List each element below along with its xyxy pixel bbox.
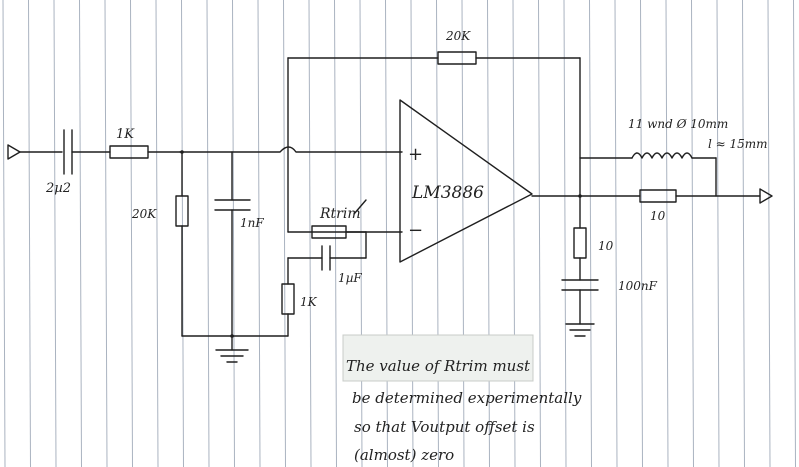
ruling-line	[691, 0, 694, 467]
ruling-line	[257, 0, 261, 467]
ruling-line	[104, 0, 108, 467]
ruling-line	[640, 0, 643, 467]
ruling-line	[206, 0, 210, 467]
ruling-line	[359, 0, 363, 467]
coil-note-line2: l ≈ 15mm	[708, 137, 768, 151]
ruling-line	[487, 0, 490, 467]
ruling-line	[283, 0, 286, 467]
sticky-note	[342, 334, 534, 382]
ruling-line	[793, 0, 796, 467]
ruling-line	[53, 0, 57, 467]
ruling-line	[716, 0, 720, 467]
ruling-line	[410, 0, 414, 467]
output-resistor-label: 10	[650, 209, 666, 223]
input-capacitor-label: 2µ2	[45, 181, 71, 196]
ruling-line	[742, 0, 745, 467]
output-wire	[531, 157, 641, 198]
gain-resistor-1k	[281, 257, 295, 337]
ground-rail	[181, 334, 289, 363]
feedback-resistor-label: 20K	[445, 29, 471, 43]
opamp-lm3886	[399, 99, 533, 263]
ruling-line	[512, 0, 516, 467]
coil-note-line1: 11 wnd Ø 10mm	[628, 117, 728, 131]
ruling-line	[2, 0, 6, 467]
noninverting-input-wire	[179, 146, 403, 153]
note-line2: be determined experimentally	[352, 389, 582, 407]
ruling-line	[461, 0, 465, 467]
ruling-line	[385, 0, 388, 467]
input-terminal	[7, 144, 63, 160]
ruling-line	[28, 0, 31, 467]
ruling-line	[130, 0, 133, 467]
note-line1: The value of Rtrim must	[346, 357, 531, 375]
gain-resistor-label: 1K	[300, 295, 318, 309]
input-resistor-label: 1K	[116, 127, 135, 142]
coupling-capacitor-label: 1µF	[338, 271, 362, 285]
zobel-capacitor-label: 100nF	[618, 279, 658, 293]
feedback-path	[287, 51, 581, 233]
bias-resistor-20k	[175, 151, 189, 337]
ruling-line	[538, 0, 541, 467]
rtrim-resistor	[311, 199, 367, 259]
ruling-line	[589, 0, 592, 467]
ruling-line	[767, 0, 771, 467]
ruling-line	[334, 0, 337, 467]
ruling-line	[79, 0, 82, 467]
ruling-line	[436, 0, 439, 467]
opamp-name-label: LM3886	[411, 183, 484, 203]
output-resistor	[639, 188, 773, 204]
zobel-network	[561, 195, 599, 337]
rtrim-label: Rtrim	[319, 206, 361, 222]
filter-capacitor-1nf	[214, 151, 251, 337]
ruling-line	[563, 0, 567, 467]
filter-capacitor-label: 1nF	[240, 216, 264, 230]
ruling-line	[232, 0, 235, 467]
opamp-plus-sign: +	[408, 144, 423, 165]
opamp-minus-sign: −	[408, 220, 423, 241]
input-capacitor	[63, 129, 111, 175]
note-line4: (almost) zero	[354, 446, 454, 464]
ruling-line	[308, 0, 312, 467]
ruling-line	[665, 0, 669, 467]
output-inductor	[631, 152, 717, 197]
input-resistor	[109, 145, 181, 159]
zobel-resistor-label: 10	[598, 239, 614, 253]
ruling-line	[155, 0, 159, 467]
bias-resistor-label: 20K	[131, 207, 157, 221]
ruling-line	[614, 0, 618, 467]
note-line3: so that Voutput offset is	[354, 418, 535, 436]
coupling-capacitor-1uf	[287, 245, 367, 271]
